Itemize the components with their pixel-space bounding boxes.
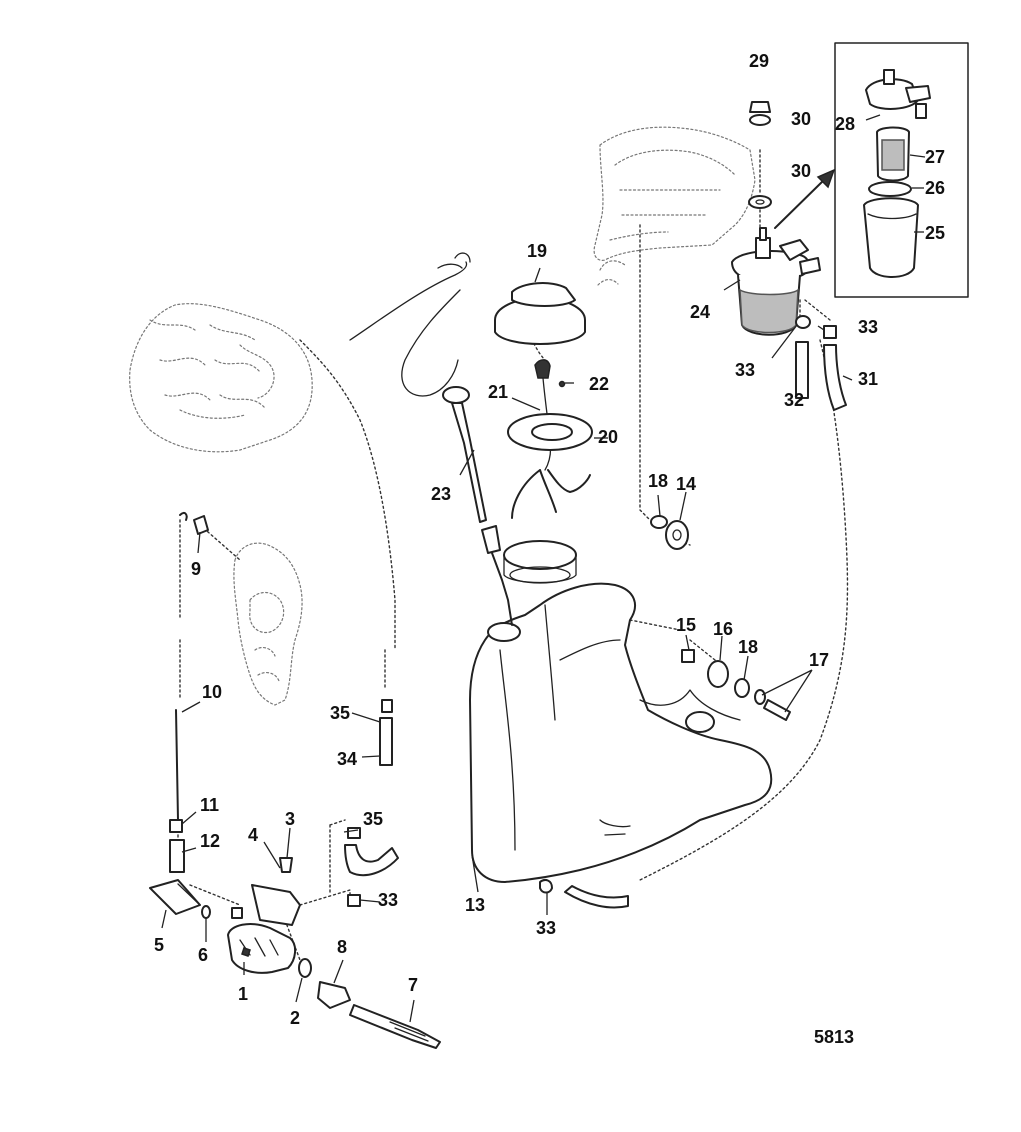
callout-9: 9 xyxy=(191,559,202,579)
callout-21: 21 xyxy=(488,382,509,402)
callout-28: 28 xyxy=(835,114,856,134)
callout-5: 5 xyxy=(154,935,165,955)
callout-35b: 35 xyxy=(363,809,384,829)
callout-33a: 33 xyxy=(858,317,879,337)
callout-30b: 30 xyxy=(791,161,812,181)
callout-18b: 18 xyxy=(738,637,759,657)
oil-line-left xyxy=(169,511,209,873)
callout-1: 1 xyxy=(238,984,249,1004)
figure-reference-code: 5813 xyxy=(814,1027,855,1047)
callout-2: 2 xyxy=(290,1008,301,1028)
fill-cap xyxy=(494,282,586,345)
callout-17: 17 xyxy=(809,650,830,670)
pump-drive-shaft xyxy=(149,879,211,919)
filter-mount-hardware xyxy=(748,101,772,209)
engine-block-ghost xyxy=(129,303,313,453)
callout-34: 34 xyxy=(337,749,358,769)
routing-lines xyxy=(177,149,849,961)
callout-25: 25 xyxy=(925,223,946,243)
level-sender xyxy=(349,252,513,626)
callout-35a: 35 xyxy=(330,703,351,723)
retainer-clip xyxy=(511,469,591,519)
callout-10: 10 xyxy=(202,682,223,702)
oil-pump xyxy=(227,857,301,974)
fuel-hoses-top xyxy=(795,315,847,411)
callout-27: 27 xyxy=(925,147,946,167)
tank-mount-hardware xyxy=(650,515,791,721)
callout-3: 3 xyxy=(285,809,296,829)
pump-lower-parts xyxy=(298,958,441,1049)
inset-arrow xyxy=(774,168,836,229)
callout-18a: 18 xyxy=(648,471,669,491)
callout-30a: 30 xyxy=(791,109,812,129)
tank-filler-neck-small xyxy=(487,622,521,642)
callout-19: 19 xyxy=(527,241,548,261)
callout-13: 13 xyxy=(465,895,486,915)
callout-22: 22 xyxy=(589,374,610,394)
callout-14: 14 xyxy=(676,474,697,494)
callout-6: 6 xyxy=(198,945,209,965)
filter-detail-inset xyxy=(834,42,969,298)
tank-mount-hole xyxy=(685,711,715,733)
callout-24: 24 xyxy=(690,302,711,322)
leader-lines xyxy=(161,114,926,1023)
callout-11: 11 xyxy=(200,795,220,815)
callout-16: 16 xyxy=(713,619,734,639)
callout-20: 20 xyxy=(598,427,619,447)
callout-26: 26 xyxy=(925,178,946,198)
callout-32: 32 xyxy=(784,390,805,410)
lower-hoses xyxy=(344,699,629,909)
callout-31: 31 xyxy=(858,369,879,389)
callout-15: 15 xyxy=(676,615,697,635)
callout-33d: 33 xyxy=(536,918,557,938)
callout-12: 12 xyxy=(200,831,221,851)
oil-tank xyxy=(469,540,773,883)
bracket-ghost xyxy=(233,542,303,706)
fuel-filter xyxy=(731,227,821,336)
callout-33b: 33 xyxy=(735,360,756,380)
callout-8: 8 xyxy=(337,937,348,957)
tank-filler-neck xyxy=(503,540,577,570)
powerhead-ghost xyxy=(593,126,756,286)
callout-4: 4 xyxy=(248,825,259,845)
callout-23: 23 xyxy=(431,484,452,504)
callout-33c: 33 xyxy=(378,890,399,910)
callout-29: 29 xyxy=(749,51,770,71)
cap-gasket xyxy=(507,413,593,451)
callout-7: 7 xyxy=(408,975,419,995)
